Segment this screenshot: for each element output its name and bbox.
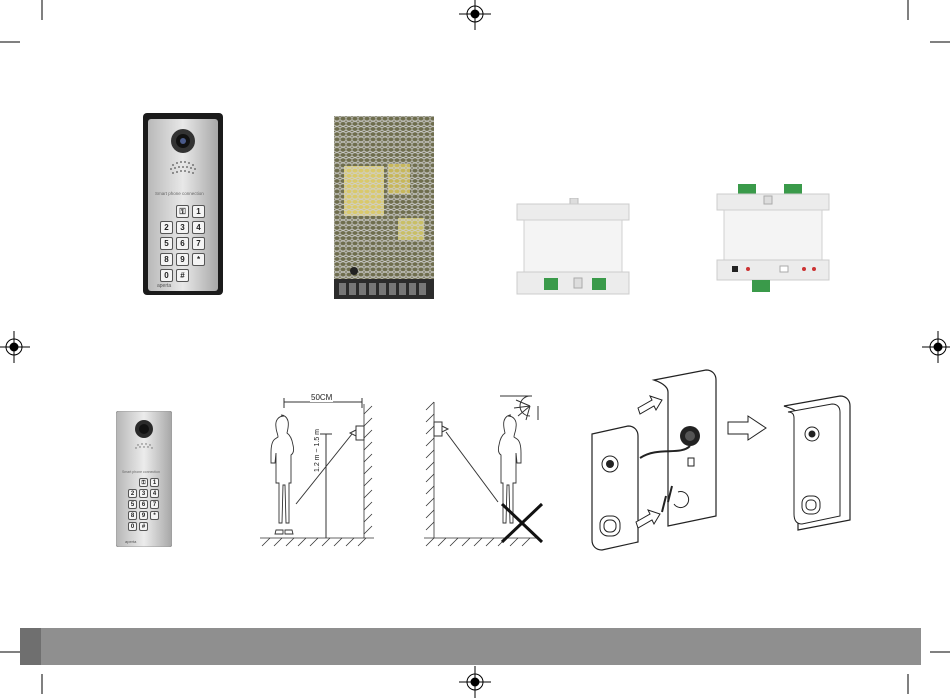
sun-icon xyxy=(500,396,538,420)
crosshair-icon xyxy=(459,0,491,30)
din-module-large xyxy=(714,184,832,294)
keypad-key: 6 xyxy=(176,237,189,250)
keypad-key: 3 xyxy=(176,221,189,234)
brand-caption: Smart phone connection xyxy=(155,191,204,196)
brand-caption: Smart phone connection xyxy=(122,470,160,474)
keypad-key: 1 xyxy=(150,478,159,487)
crosshair-icon xyxy=(459,666,491,698)
crosshair-icon xyxy=(0,331,30,363)
keypad-key: # xyxy=(176,269,189,282)
crosshair-icon xyxy=(922,331,950,363)
keypad-key: 6 xyxy=(139,500,148,509)
keypad-key: 1 xyxy=(192,205,205,218)
keypad-key: 7 xyxy=(150,500,159,509)
keypad-key: 8 xyxy=(128,511,137,520)
keypad-key: 0 xyxy=(128,522,137,531)
keypad-key: # xyxy=(139,522,148,531)
installation-diagram xyxy=(588,366,860,552)
keypad-key: 5 xyxy=(160,237,173,250)
cross-icon xyxy=(502,504,542,542)
distance-label: 50CM xyxy=(310,393,333,402)
footer-bar xyxy=(20,628,921,665)
lock-key-icon: ⚿ xyxy=(139,478,148,487)
brand-logo: aperta xyxy=(125,539,136,544)
lock-key-icon: ⚿ xyxy=(176,205,189,218)
keypad-key: 3 xyxy=(139,489,148,498)
keypad-key: * xyxy=(192,253,205,266)
brand-logo: aperta xyxy=(157,283,171,289)
power-supply-unit xyxy=(334,116,434,299)
mounting-height-diagram: 50CM 1.2 m ~ 1.5 m xyxy=(256,394,378,548)
keypad-key: 9 xyxy=(176,253,189,266)
keypad-key: 4 xyxy=(150,489,159,498)
sunlight-warning-diagram xyxy=(420,392,548,550)
keypad-key: 7 xyxy=(192,237,205,250)
din-module-small xyxy=(514,198,632,296)
height-label: 1.2 m ~ 1.5 m xyxy=(314,429,321,472)
keypad-key: 2 xyxy=(160,221,173,234)
keypad-key: 9 xyxy=(139,511,148,520)
keypad-key: 0 xyxy=(160,269,173,282)
keypad-key: 2 xyxy=(128,489,137,498)
keypad-key: 4 xyxy=(192,221,205,234)
keypad-key: 8 xyxy=(160,253,173,266)
keypad-key: * xyxy=(150,511,159,520)
keypad-key: 5 xyxy=(128,500,137,509)
footer-tab xyxy=(20,628,41,665)
